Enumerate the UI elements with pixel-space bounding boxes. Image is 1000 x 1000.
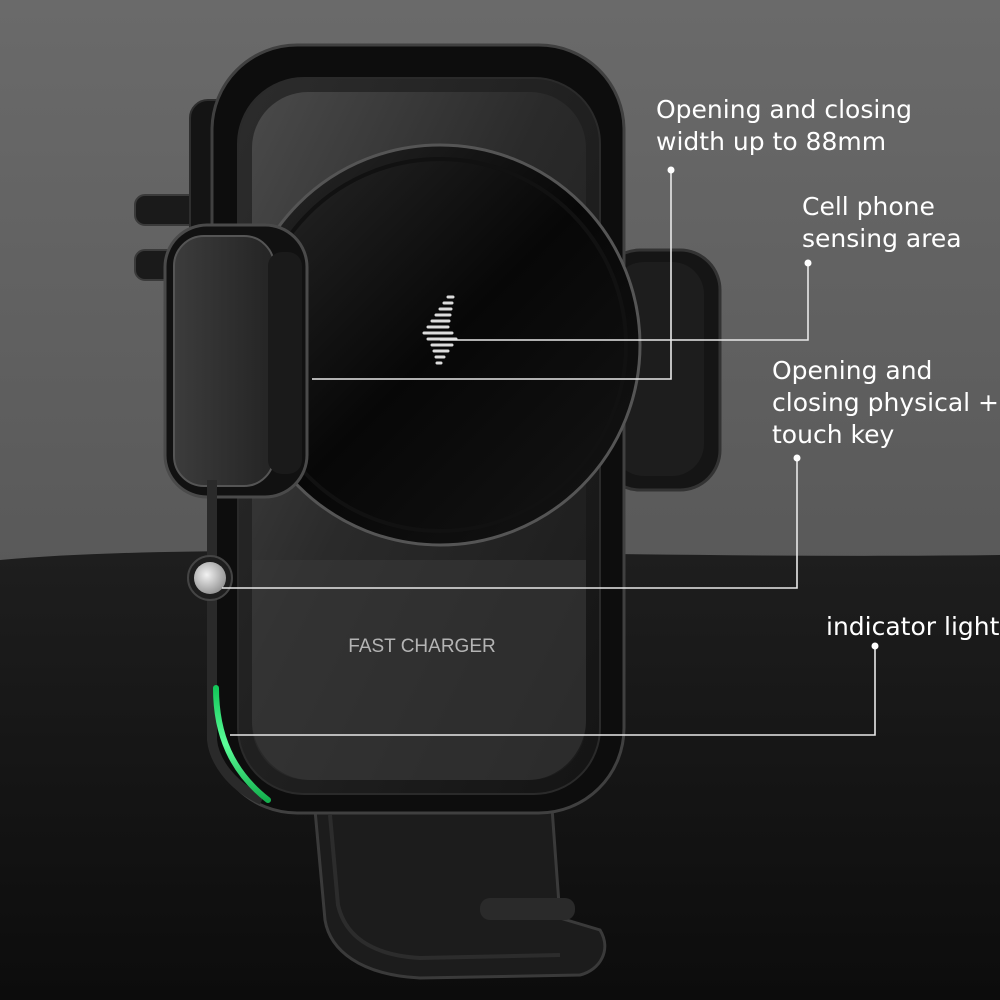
fast-charger-label: FAST CHARGER [348,636,495,657]
callout-sensing-area: Cell phone sensing area [802,191,962,255]
leader-line-sensing [440,263,809,341]
callout-dots [667,166,879,650]
callout-touch-key: Opening and closing physical + touch key [772,355,999,451]
callout-leader-lines [222,170,876,736]
callout-indicator-light: indicator light [826,611,999,643]
callout-indicator-line1: indicator light [826,612,1000,641]
bottom-support [313,806,607,980]
indicator-light [213,685,271,803]
callout-width-line1: Opening and closing [656,95,913,124]
leader-line-width [312,170,672,380]
callout-key-line3: touch key [772,420,895,449]
left-clamp-arm [163,223,309,499]
lightning-bolt-icon [422,295,458,365]
callout-key-line2: closing physical + [772,388,1000,417]
callout-sensing-line1: Cell phone [802,192,935,221]
callout-width-line2: width up to 88mm [656,127,887,156]
callout-sensing-line2: sensing area [802,224,962,253]
leader-line-indicator [230,646,876,736]
callout-width: Opening and closing width up to 88mm [656,94,912,158]
touch-key-button [187,555,233,601]
leader-line-key [222,458,798,589]
callout-key-line1: Opening and [772,356,933,385]
